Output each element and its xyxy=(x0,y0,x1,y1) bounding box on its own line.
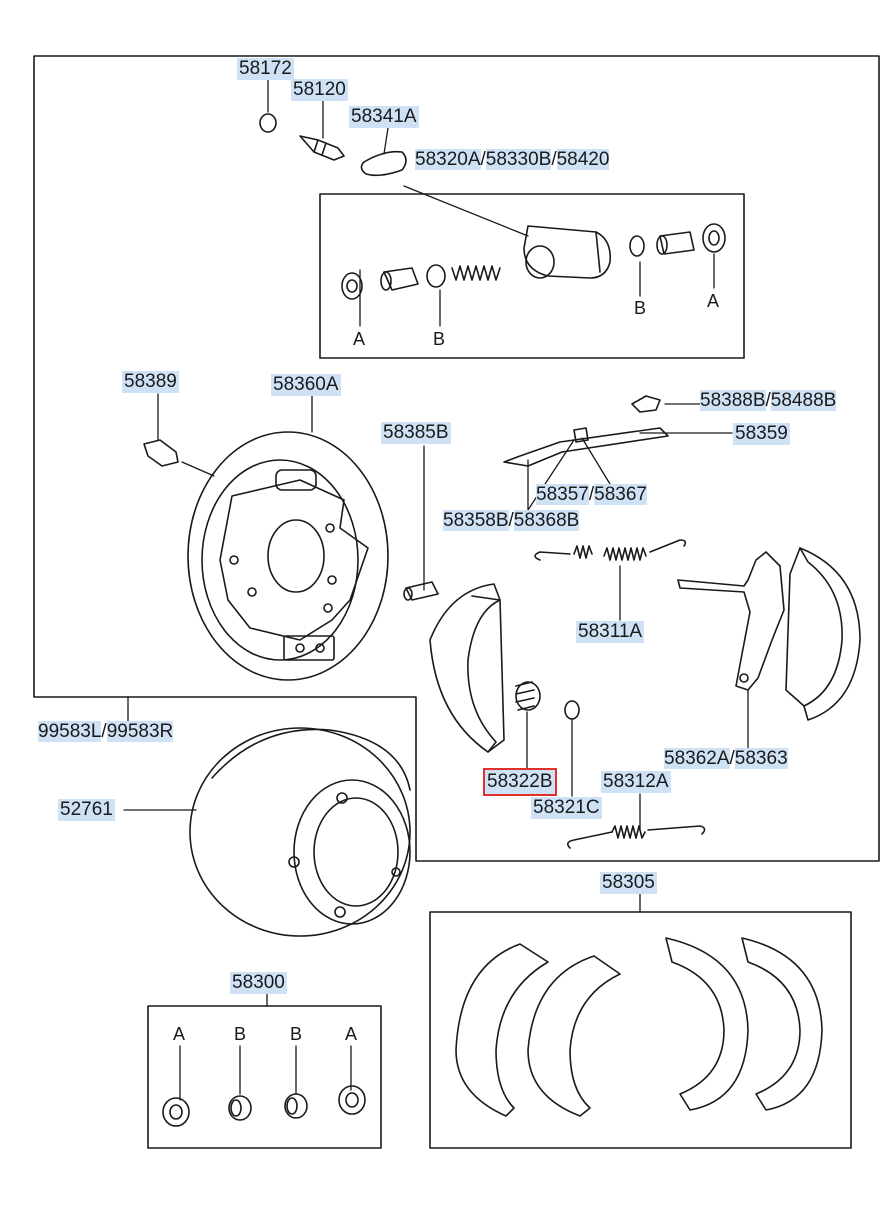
piston-right xyxy=(657,232,694,254)
adjuster-lever-plate xyxy=(632,396,660,412)
cylinder-spring xyxy=(452,266,500,280)
repair-kit-box xyxy=(148,1006,381,1148)
slash: / xyxy=(765,390,771,411)
label-58385B[interactable]: 58385B xyxy=(381,422,451,444)
slash: / xyxy=(508,510,514,531)
main-frame xyxy=(34,56,879,861)
label-shoe[interactable]: 58362A/58363 xyxy=(664,748,788,770)
parking-lever xyxy=(678,552,784,690)
leader-lines xyxy=(124,80,748,1100)
spring-cup xyxy=(565,701,579,719)
wheel-cylinder-kit-box xyxy=(320,194,744,358)
letter-b-cyl-left: B xyxy=(433,329,446,349)
kit-seal-a2 xyxy=(339,1086,365,1114)
return-spring-upper xyxy=(535,540,685,560)
letter-a-cyl-right: A xyxy=(707,291,720,311)
backing-bolt xyxy=(144,440,178,466)
label-58362A[interactable]: 58362A xyxy=(664,748,730,769)
piston-left xyxy=(342,273,362,299)
label-58311A[interactable]: 58311A xyxy=(576,621,645,643)
letter-a-cyl-left: A xyxy=(353,329,366,349)
adjuster-pin xyxy=(404,582,438,600)
kit-shoe-1 xyxy=(456,944,548,1116)
return-spring-lower xyxy=(568,826,705,848)
slash: / xyxy=(588,484,595,505)
label-58488B[interactable]: 58488B xyxy=(770,390,837,411)
letter-b-cyl-right: B xyxy=(634,298,647,318)
label-99583L[interactable]: 99583L xyxy=(38,721,102,742)
kit-seal-b1 xyxy=(229,1096,251,1120)
kit-seal-a1 xyxy=(163,1098,189,1126)
label-58360A[interactable]: 58360A xyxy=(271,374,341,396)
label-58368B[interactable]: 58368B xyxy=(513,510,580,531)
bleeder-cap xyxy=(260,114,276,132)
letter-a-kit-2: A xyxy=(345,1024,358,1044)
label-58388B[interactable]: 58388B xyxy=(700,390,766,411)
label-58341A[interactable]: 58341A xyxy=(349,106,419,128)
strut-bar xyxy=(504,428,668,466)
slash: / xyxy=(480,149,486,170)
label-lever[interactable]: 58388B/58488B xyxy=(700,390,837,412)
label-58420[interactable]: 58420 xyxy=(556,149,610,170)
hold-down-spring xyxy=(516,682,540,710)
letter-b-kit-1: B xyxy=(234,1024,247,1044)
label-58320A[interactable]: 58320A xyxy=(415,149,481,170)
wheel-cylinder xyxy=(524,226,610,278)
label-58322B[interactable]: 58322B xyxy=(483,768,557,796)
kit-shoe-2 xyxy=(528,956,620,1116)
label-58389[interactable]: 58389 xyxy=(122,371,179,393)
label-58363[interactable]: 58363 xyxy=(734,748,788,769)
label-52761[interactable]: 52761 xyxy=(58,799,115,821)
shoe-kit-box xyxy=(430,912,851,1148)
letter-b-kit-2: B xyxy=(290,1024,303,1044)
label-hub[interactable]: 99583L/99583R xyxy=(38,721,174,743)
label-58367[interactable]: 58367 xyxy=(594,484,647,505)
label-58357[interactable]: 58357 xyxy=(536,484,589,505)
piston-boot-right xyxy=(703,224,725,252)
label-99583R[interactable]: 99583R xyxy=(106,721,174,742)
piston-cup-left xyxy=(381,268,418,290)
dust-boot xyxy=(361,152,406,176)
label-58312A[interactable]: 58312A xyxy=(601,771,671,793)
label-58321C[interactable]: 58321C xyxy=(531,797,602,819)
label-wheel-cylinder[interactable]: 58320A/58330B/58420 xyxy=(415,149,610,171)
brake-drum xyxy=(190,728,410,936)
kit-shoe-3 xyxy=(666,938,748,1110)
seal-right xyxy=(630,236,644,256)
brake-shoe-left xyxy=(430,584,504,752)
seal-left xyxy=(427,265,445,287)
kit-shoe-4 xyxy=(742,938,822,1110)
label-adjuster-upper[interactable]: 58357/58367 xyxy=(536,484,647,506)
backing-plate xyxy=(188,432,388,680)
label-58330B[interactable]: 58330B xyxy=(485,149,552,170)
bleeder-screw xyxy=(300,136,344,160)
letter-a-kit-1: A xyxy=(173,1024,186,1044)
label-58172[interactable]: 58172 xyxy=(237,58,294,80)
slash: / xyxy=(551,149,557,170)
label-58358B[interactable]: 58358B xyxy=(443,510,509,531)
label-58359[interactable]: 58359 xyxy=(733,423,790,445)
label-58305[interactable]: 58305 xyxy=(600,872,657,894)
label-58300[interactable]: 58300 xyxy=(230,972,287,994)
kit-seal-b2 xyxy=(285,1094,307,1118)
brake-shoe-right xyxy=(786,548,860,720)
label-adjuster-lower[interactable]: 58358B/58368B xyxy=(443,510,580,532)
slash: / xyxy=(729,748,735,769)
slash: / xyxy=(101,721,107,742)
label-58120[interactable]: 58120 xyxy=(291,79,348,101)
